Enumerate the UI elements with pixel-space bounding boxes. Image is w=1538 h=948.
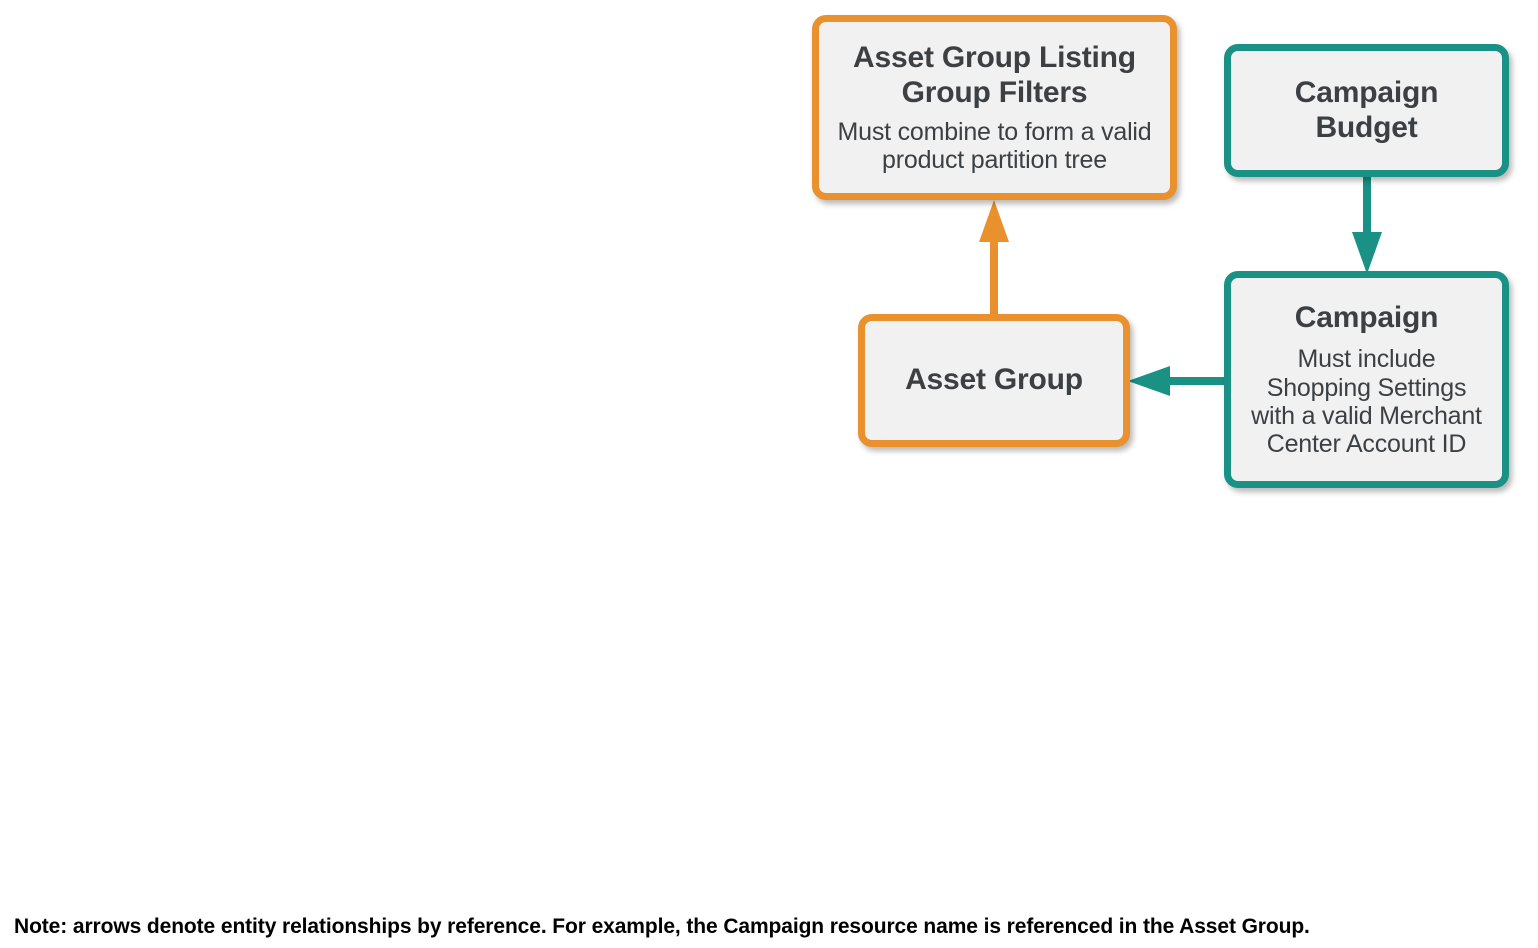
node-title-campaign: Campaign — [1294, 300, 1439, 334]
arrow-asset-group-to-listing-group-filters-icon — [978, 198, 1010, 320]
arrow-campaign-to-asset-group-icon — [1126, 365, 1229, 397]
node-title-asset-group-listing-group-filters: Asset Group Listing Group Filters — [853, 40, 1136, 109]
node-description-campaign: Must include Shopping Settings with a va… — [1251, 345, 1482, 459]
node-description-asset-group-listing-group-filters: Must combine to form a valid product par… — [837, 117, 1152, 174]
node-campaign[interactable]: Campaign Must include Shopping Settings … — [1224, 271, 1509, 488]
node-asset-group-listing-group-filters[interactable]: Asset Group Listing Group Filters Must c… — [812, 15, 1177, 200]
node-title-asset-group: Asset Group — [905, 363, 1083, 397]
node-title-campaign-budget: Campaign Budget — [1294, 75, 1439, 144]
arrow-campaign-budget-to-campaign-icon — [1351, 172, 1383, 276]
node-campaign-budget[interactable]: Campaign Budget — [1224, 44, 1509, 177]
node-asset-group[interactable]: Asset Group — [858, 314, 1130, 447]
footer-note: Note: arrows denote entity relationships… — [14, 915, 1310, 938]
